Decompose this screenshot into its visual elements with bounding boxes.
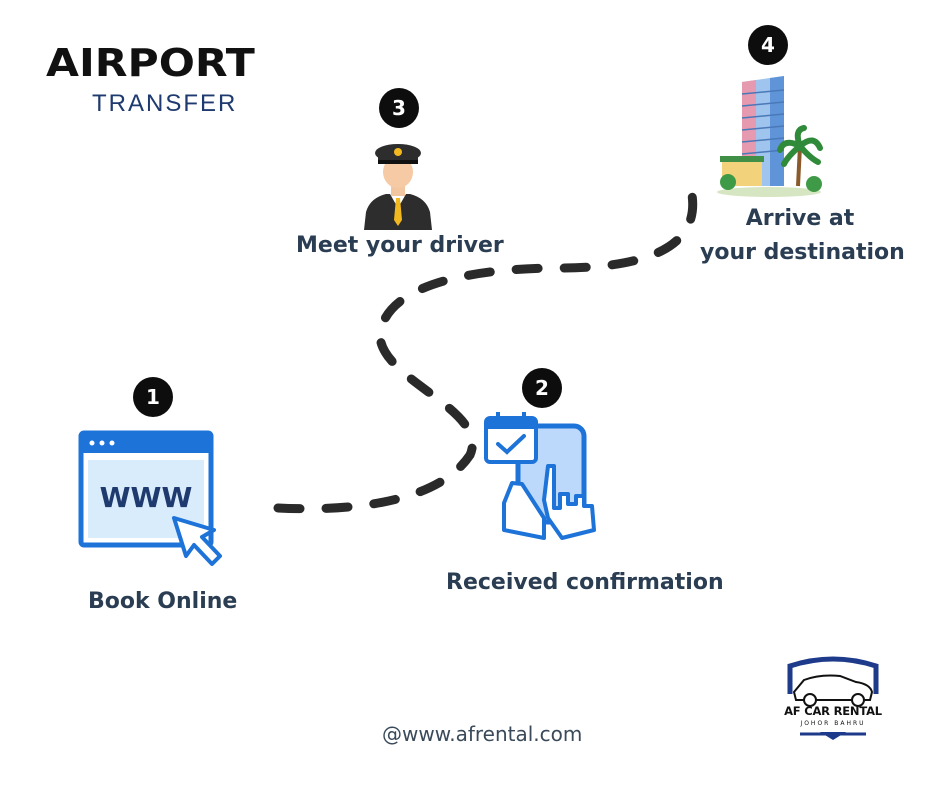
brand-name: AF CAR RENTAL: [784, 704, 882, 718]
step-4-badge: 4: [748, 25, 788, 65]
step-2-badge: 2: [522, 368, 562, 408]
step-1-label: Book Online: [88, 589, 238, 614]
browser-www-text: WWW: [100, 481, 193, 514]
brand-logo: AF CAR RENTAL JOHOR BAHRU: [780, 654, 886, 742]
step-2-label: Received confirmation: [446, 570, 724, 595]
car-logo-icon: [787, 656, 879, 740]
phone-calendar-icon: [482, 408, 607, 547]
step-4-label-line1: Arrive at: [745, 206, 855, 231]
brand-tagline: JOHOR BAHRU: [800, 720, 866, 727]
step-1-badge: 1: [133, 377, 173, 417]
web-browser-icon: WWW: [78, 430, 228, 579]
step-3-badge: 3: [379, 88, 419, 128]
driver-icon: [362, 138, 434, 234]
hotel-building-icon: [714, 68, 824, 202]
step-3-label: Meet your driver: [296, 233, 504, 258]
page-title: AIRPORT: [46, 41, 255, 85]
website-link[interactable]: @www.afrental.com: [382, 722, 583, 746]
page-subtitle: TRANSFER: [92, 90, 238, 117]
step-4-label: Arrive at your destination: [700, 202, 905, 270]
step-4-label-line2: your destination: [700, 240, 905, 265]
